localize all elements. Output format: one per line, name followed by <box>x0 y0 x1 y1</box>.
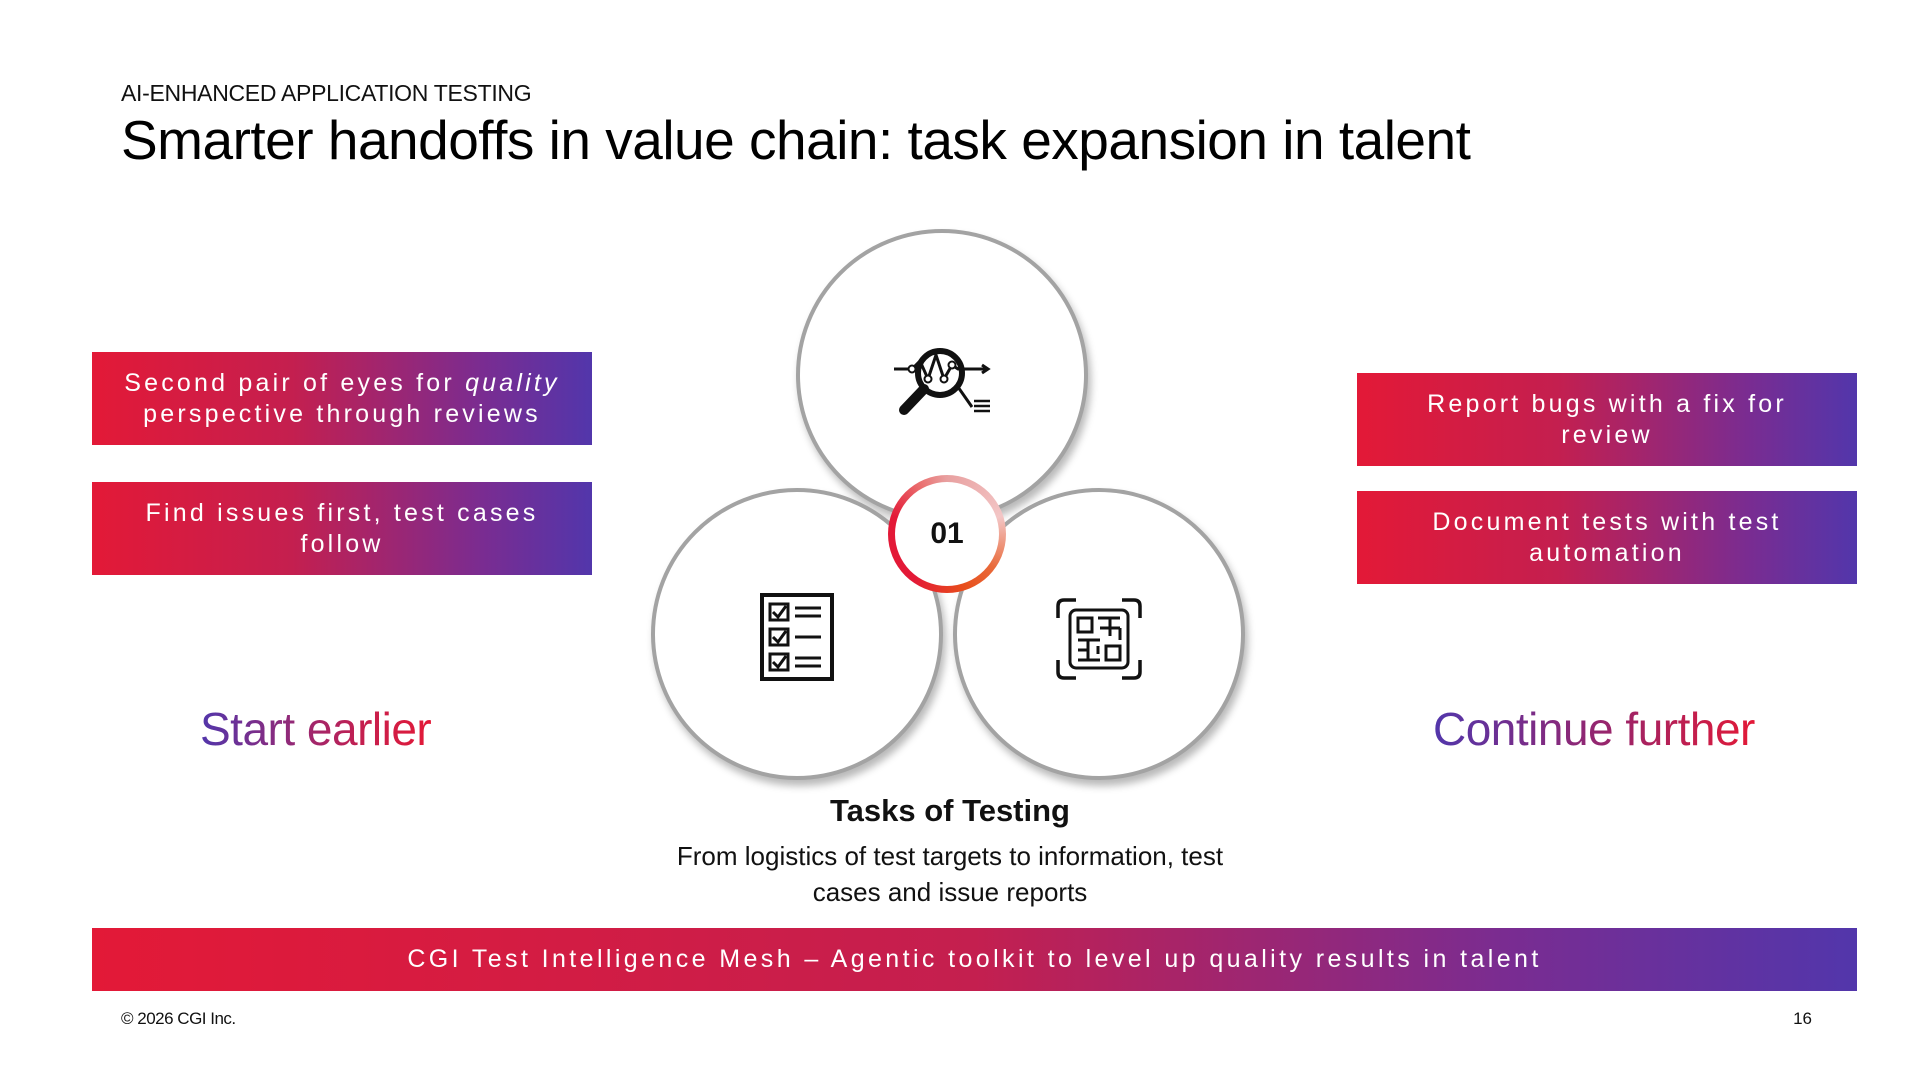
left-box-reviews: Second pair of eyes for quality perspect… <box>92 352 592 445</box>
right-box-report-bugs-text: Report bugs with a fix for review <box>1427 389 1787 449</box>
step-badge-number: 01 <box>895 482 999 586</box>
bottom-banner: CGI Test Intelligence Mesh – Agentic too… <box>92 928 1857 991</box>
right-box-document-tests-text: Document tests with test automation <box>1432 507 1782 567</box>
tasks-title: Tasks of Testing <box>829 793 1070 828</box>
footer-copyright: © 2026 CGI Inc. <box>121 1009 236 1028</box>
left-box-find-issues: Find issues first, test cases follow <box>92 482 592 575</box>
qr-code-scan-icon <box>1056 598 1142 680</box>
page-title: Smarter handoffs in value chain: task ex… <box>121 109 1471 171</box>
step-badge: 01 <box>888 475 1006 593</box>
tasks-description: From logistics of test targets to inform… <box>676 841 1224 907</box>
start-earlier-heading: Start earlier <box>200 703 432 755</box>
left-box-reviews-text: Second pair of eyes for quality perspect… <box>124 368 560 428</box>
eyebrow-label: AI-ENHANCED APPLICATION TESTING <box>121 80 532 106</box>
analysis-magnifier-icon <box>894 348 991 415</box>
left-box-find-issues-text: Find issues first, test cases follow <box>145 498 539 558</box>
continue-further-heading: Continue further <box>1433 703 1755 755</box>
footer-page-number: 16 <box>1793 1009 1812 1028</box>
bottom-banner-text: CGI Test Intelligence Mesh – Agentic too… <box>407 945 1542 973</box>
checklist-icon <box>760 593 834 681</box>
right-box-document-tests: Document tests with test automation <box>1357 491 1857 584</box>
right-box-report-bugs: Report bugs with a fix for review <box>1357 373 1857 466</box>
